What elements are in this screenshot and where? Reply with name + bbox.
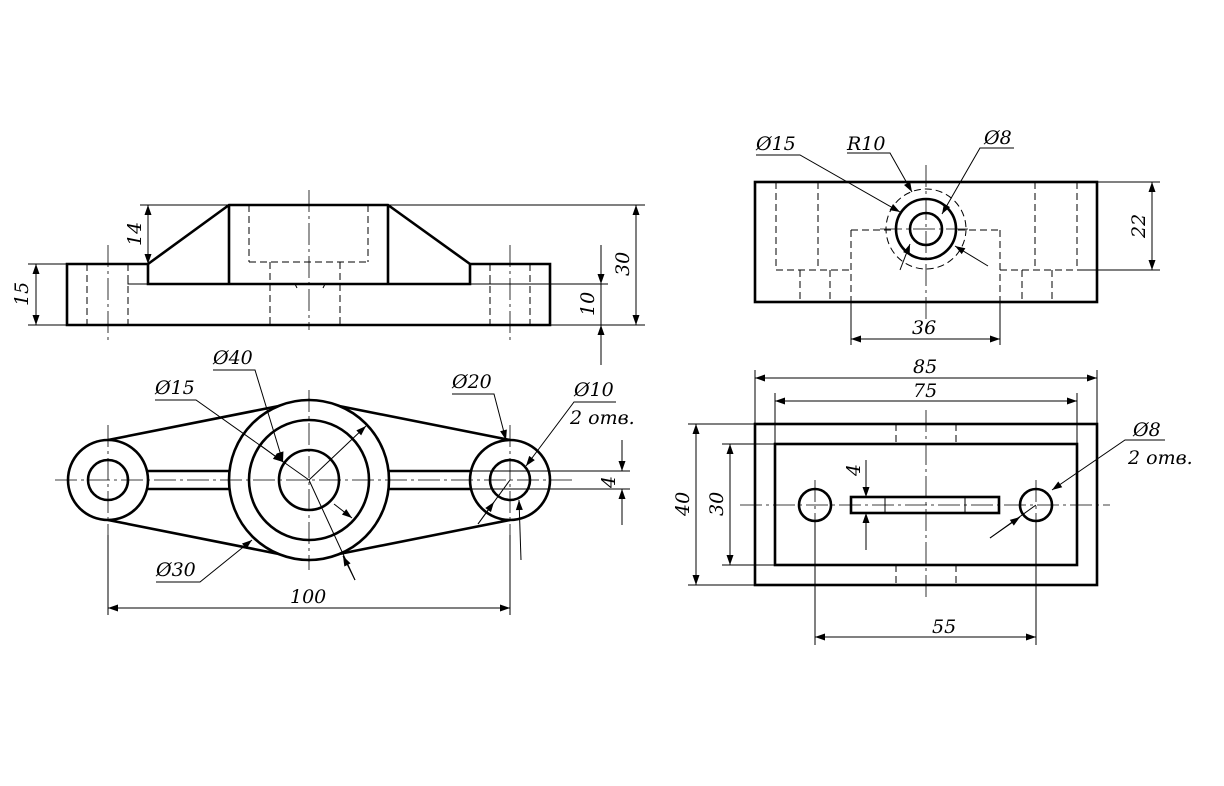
- dim-front-30: 30: [612, 252, 634, 276]
- dim-top-boss-40: Ø40: [212, 347, 253, 369]
- dim-side-15: Ø15: [755, 133, 796, 155]
- bottom-view: 85 75 40 30 4 Ø8 2 отв. 55: [672, 356, 1193, 645]
- dim-side-36: 36: [912, 317, 936, 339]
- top-view: Ø40 Ø15 Ø30 Ø20 Ø10 2 отв. 4 100: [55, 347, 635, 615]
- dim-top-100: 100: [290, 586, 326, 608]
- dim-front-10: 10: [577, 292, 599, 316]
- dim-side-r10: R10: [846, 133, 885, 155]
- front-view: 15 14 30 10: [11, 190, 645, 365]
- front-view-boss: [147, 203, 471, 266]
- dim-top-boss-15: Ø15: [154, 377, 195, 399]
- front-view-outline: [65, 262, 552, 327]
- dim-top-rib-4: 4: [598, 476, 620, 489]
- dim-side-22: 22: [1128, 214, 1150, 239]
- dim-bottom-55: 55: [932, 616, 956, 638]
- dim-front-14: 14: [124, 222, 146, 246]
- dim-bottom-30: 30: [706, 492, 728, 516]
- side-view: Ø15 R10 Ø8 22 36: [753, 127, 1160, 345]
- dim-bottom-hole-count: 2 отв.: [1127, 447, 1193, 469]
- dim-bottom-40: 40: [672, 492, 694, 517]
- dim-bottom-hole-8: Ø8: [1132, 419, 1161, 441]
- dim-bottom-85: 85: [913, 356, 937, 378]
- dim-bottom-75: 75: [913, 380, 937, 402]
- dim-top-hole-10: Ø10: [573, 379, 614, 401]
- left-rib: [148, 469, 229, 491]
- dim-front-15: 15: [11, 282, 33, 306]
- right-rib: [389, 469, 470, 491]
- dim-top-lug-20: Ø20: [451, 371, 492, 393]
- dim-top-boss-30: Ø30: [155, 559, 196, 581]
- dim-bottom-slot-4: 4: [843, 464, 865, 477]
- dim-side-8: Ø8: [983, 127, 1012, 149]
- dim-top-hole-count: 2 отв.: [569, 407, 635, 429]
